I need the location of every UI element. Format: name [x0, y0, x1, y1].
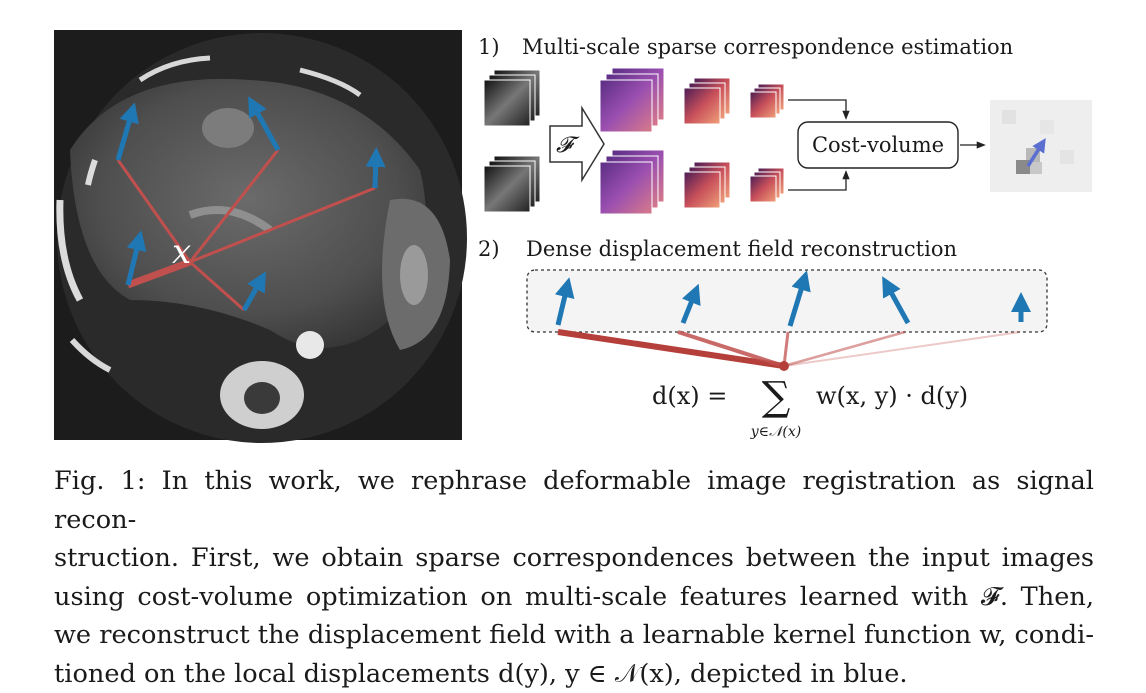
cost-volume-label: Cost-volume: [812, 133, 944, 157]
figure-canvas: x 1) Multi-scale sparse correspondence e…: [0, 0, 1146, 460]
feature-stack-bottom-medium: [684, 162, 730, 208]
formula-sum-sign: ∑: [762, 374, 791, 420]
feature-stack-top-large: [600, 68, 664, 132]
point-x-label: x: [172, 232, 191, 272]
input-image-stack-bottom: [484, 156, 540, 212]
feature-stack-top-medium: [684, 78, 730, 124]
figure-caption: Fig. 1: In this work, we rephrase deform…: [54, 462, 1094, 693]
caption-line-3: using cost-volume optimization on multi-…: [54, 578, 1094, 617]
caption-line-2: struction. First, we obtain sparse corre…: [54, 539, 1094, 578]
section1-title: Multi-scale sparse correspondence estima…: [522, 35, 1013, 59]
kernel-weight-lines: [558, 332, 1020, 371]
feature-stack-top-small: [750, 84, 784, 118]
formula-lhs: d(x) =: [652, 382, 727, 410]
input-image-stack-top: [484, 70, 540, 126]
caption-line-5: tioned on the local displacements d(y), …: [54, 655, 1094, 693]
section1-number: 1): [478, 35, 500, 59]
cost-volume-output: [990, 100, 1092, 192]
caption-line-4: we reconstruct the displacement field wi…: [54, 616, 1094, 655]
feature-stack-bottom-large: [600, 150, 664, 214]
ct-scan-image: [54, 30, 467, 443]
feature-stack-bottom-small: [750, 168, 784, 202]
displacement-field-box: [527, 270, 1047, 332]
section2-number: 2): [478, 237, 500, 261]
formula-sum-index: y∈𝒩(x): [750, 424, 802, 440]
caption-line-1: Fig. 1: In this work, we rephrase deform…: [54, 462, 1094, 539]
section2-title: Dense displacement field reconstruction: [526, 237, 957, 261]
formula-rhs: w(x, y) · d(y): [816, 382, 968, 410]
